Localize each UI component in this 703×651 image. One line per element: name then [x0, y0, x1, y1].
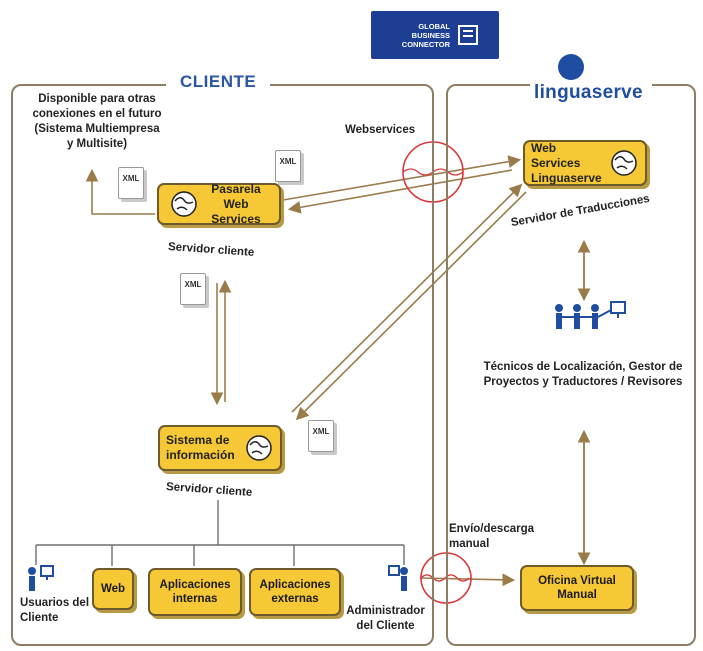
- linguaserve-logo-text: linguaserve: [534, 82, 643, 103]
- sistema-informacion-node: Sistema de información: [158, 425, 282, 471]
- webservices-label: Webservices: [345, 124, 416, 136]
- connector-icon: [458, 25, 478, 45]
- xml-document: XML: [275, 150, 301, 182]
- arrow-admin-to-oficina: [419, 573, 516, 587]
- admin-icon: [388, 565, 422, 593]
- linguaserve-logo: linguaserve: [530, 54, 652, 106]
- xml-document: XML: [308, 420, 334, 452]
- future-connections-label: Disponible para otras conexiones en el f…: [32, 93, 162, 150]
- usuarios-label: Usuarios del Cliente: [20, 597, 90, 624]
- aplicaciones-externas-node: Aplicaciones externas: [249, 568, 341, 616]
- arrow-sistema-to-ws: [291, 183, 523, 413]
- user-icon: [24, 565, 58, 593]
- arrow-pasarela-to-ws: [282, 155, 522, 201]
- arrow-future: [85, 168, 155, 215]
- web-services-linguaserve-node: Web Services Linguaserve: [523, 140, 647, 186]
- technicians-label: Técnicos de Localización, Gestor de Proy…: [483, 361, 683, 388]
- aplicaciones-internas-node: Aplicaciones internas: [148, 568, 242, 616]
- admin-label: Administrador del Cliente: [346, 605, 425, 632]
- arrow-ws-to-sistema: [295, 191, 527, 421]
- cliente-title: CLIENTE: [166, 72, 271, 92]
- person-logo-icon: [558, 54, 584, 80]
- oficina-virtual-node: Oficina Virtual Manual: [520, 565, 634, 611]
- globe-icon: [169, 189, 199, 219]
- pasarela-web-services-node: Pasarela Web Services: [157, 182, 281, 226]
- globe-icon: [244, 433, 274, 463]
- cliente-panel: [11, 84, 434, 646]
- arrow-ws-to-pasarela: [287, 169, 513, 214]
- envio-descarga-label: Envío/descarga manual: [449, 523, 535, 550]
- xml-document: XML: [180, 273, 206, 305]
- global-business-connector-logo: GLOBAL BUSINESS CONNECTOR: [371, 11, 499, 59]
- globe-icon: [609, 148, 639, 178]
- web-node: Web: [92, 568, 134, 610]
- xml-document: XML: [118, 167, 144, 199]
- technicians-team-icon: [551, 300, 631, 340]
